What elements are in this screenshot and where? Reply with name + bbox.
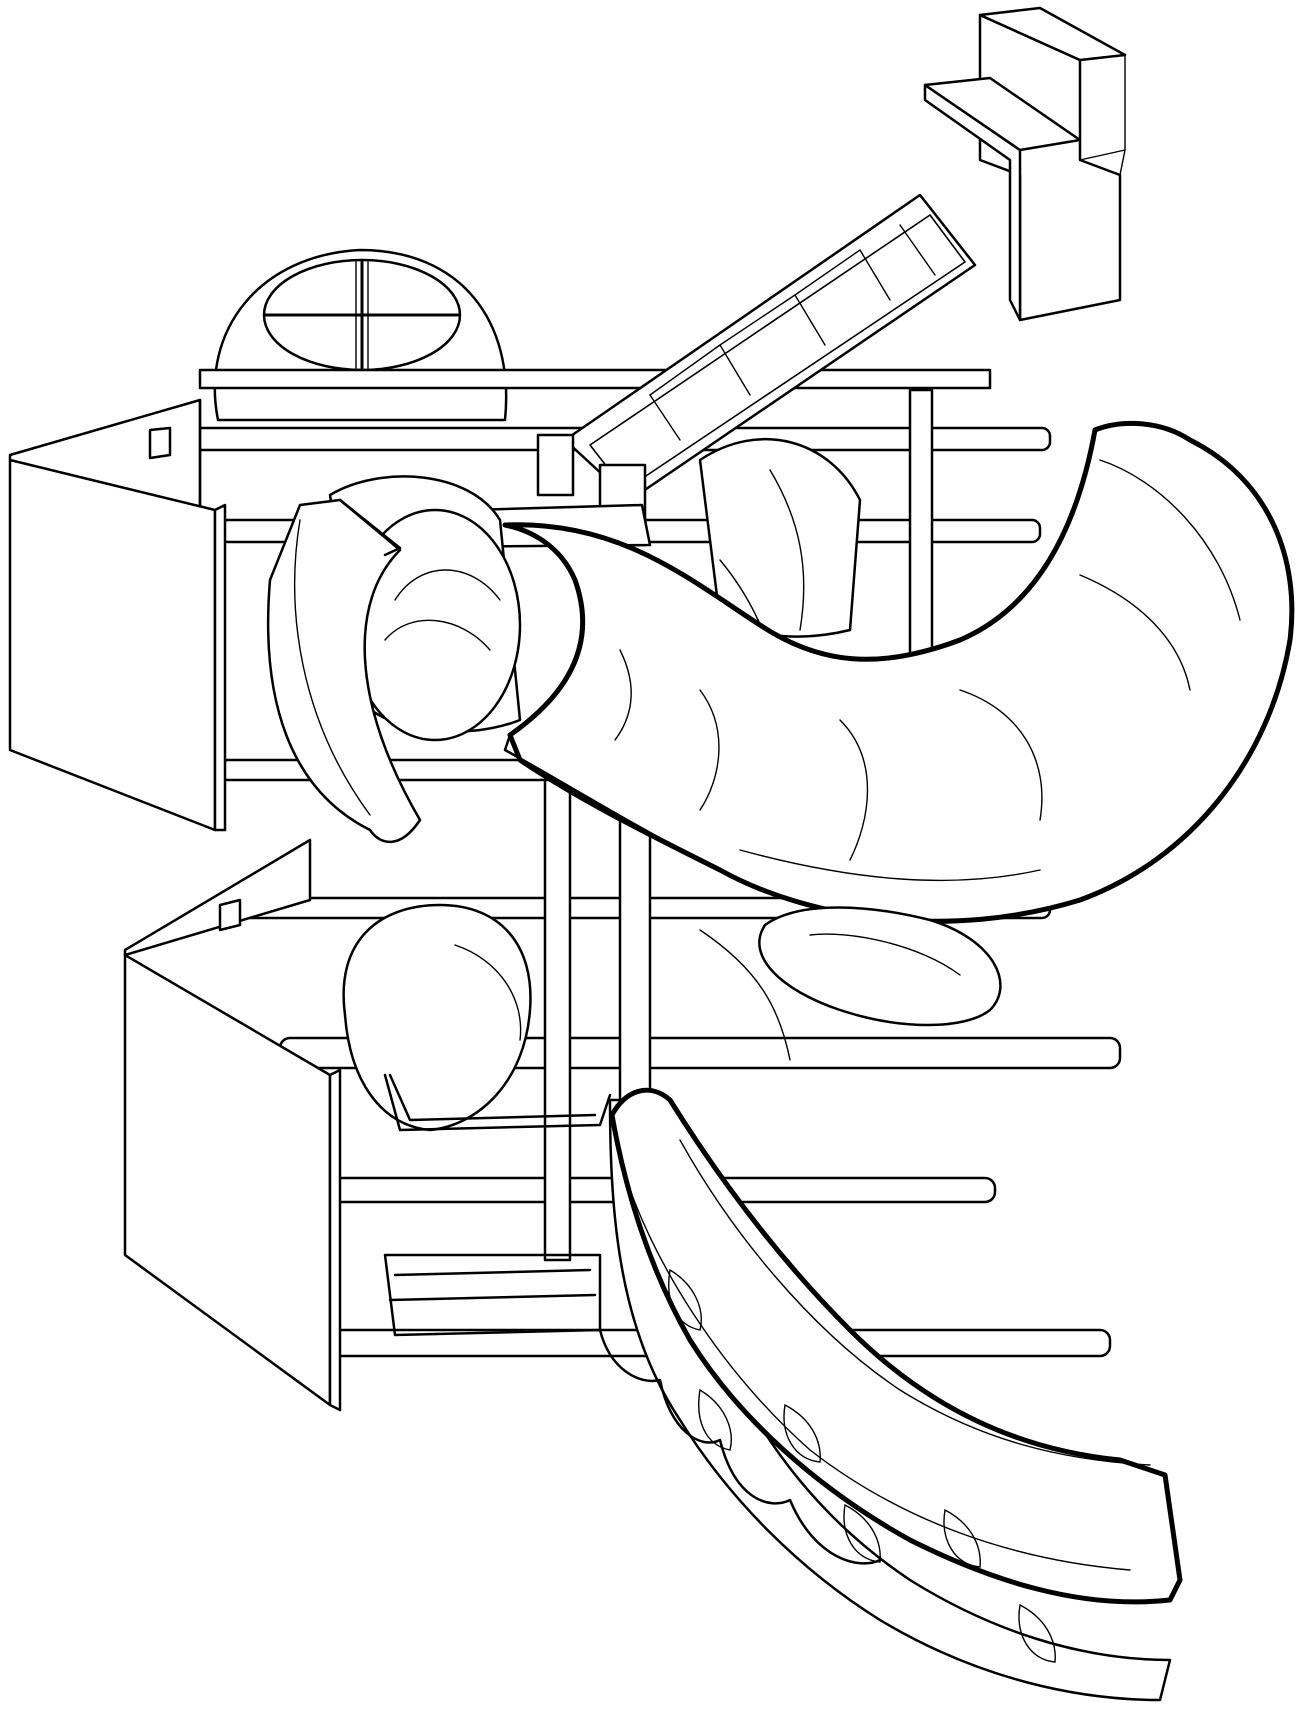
staircase (563, 6, 1127, 502)
post-center (543, 778, 572, 1262)
lower-spiral-slide (598, 1087, 1183, 1702)
hook-slide (266, 498, 422, 844)
dome-roof (213, 248, 508, 422)
lower-tube (342, 903, 1002, 1337)
top-rail (198, 368, 992, 390)
upper-curved-slide (502, 421, 1295, 924)
side-panel-lower (123, 838, 342, 1412)
side-panel-upper (8, 398, 227, 832)
